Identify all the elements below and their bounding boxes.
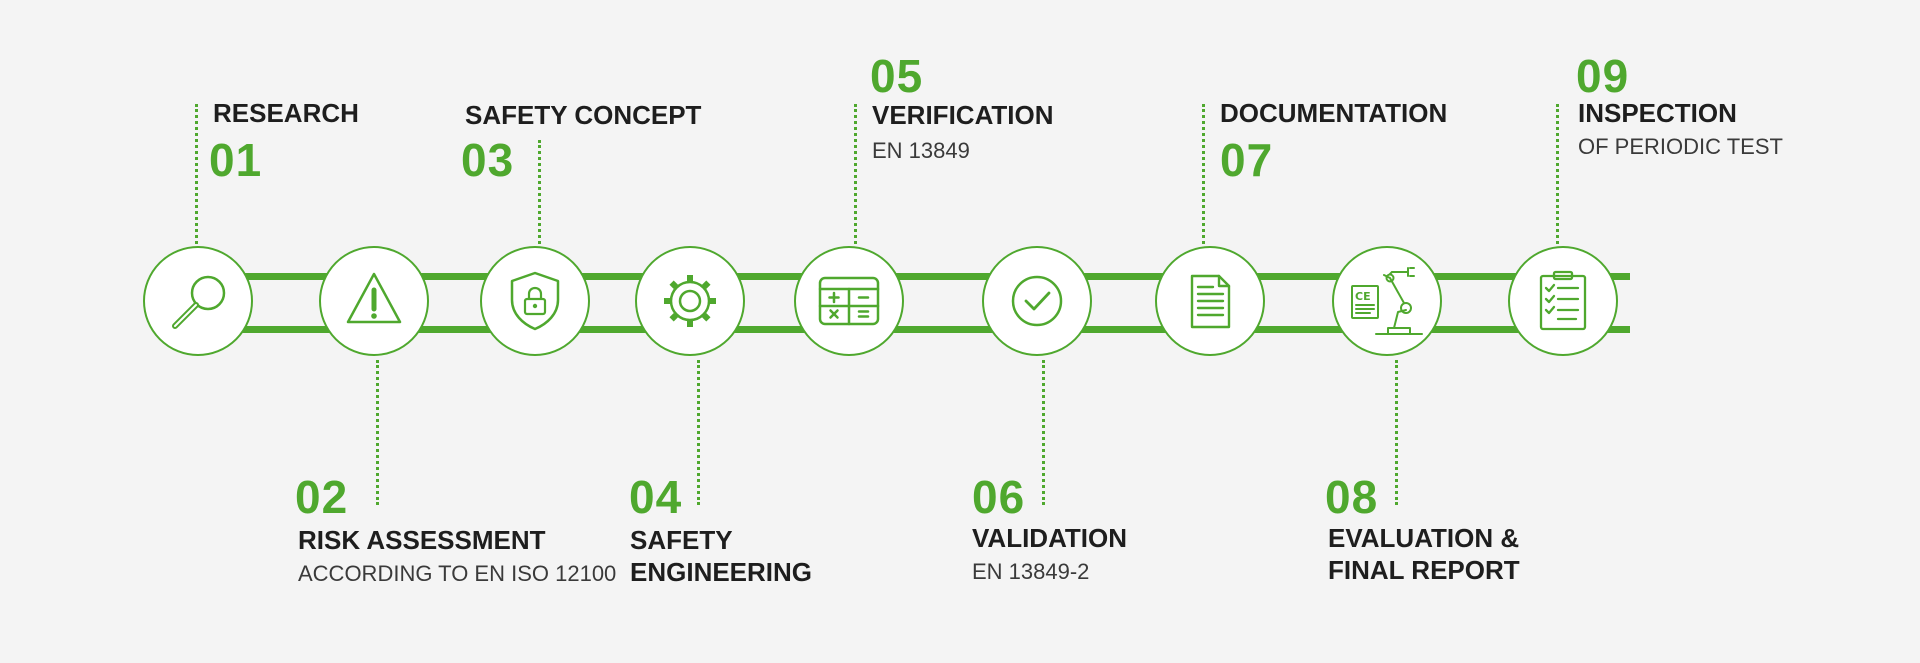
step-6-node — [982, 246, 1092, 356]
step-4-title-line2: ENGINEERING — [630, 557, 813, 587]
warning-icon — [346, 272, 402, 324]
step-6-title: VALIDATION — [972, 523, 1128, 553]
step-1-number: 01 — [209, 134, 263, 186]
step-3-title: SAFETY CONCEPT — [465, 100, 702, 130]
step-5-subtitle: EN 13849 — [872, 138, 970, 163]
step-5-title: VERIFICATION — [872, 100, 1054, 130]
connector-step-2 — [376, 360, 379, 505]
connector-step-3 — [538, 140, 541, 244]
shield-lock-icon — [510, 271, 560, 331]
step-7-number: 07 — [1220, 134, 1274, 186]
step-2-number: 02 — [295, 471, 349, 523]
svg-text:CE: CE — [1355, 290, 1371, 303]
timeline-rail-bottom — [200, 326, 1630, 333]
checkmark-circle-icon — [1011, 275, 1063, 327]
document-icon — [1190, 274, 1231, 329]
step-9-number: 09 — [1576, 50, 1630, 102]
step-8-node: CE — [1332, 246, 1442, 356]
step-4-number: 04 — [629, 471, 683, 523]
step-9-node — [1508, 246, 1618, 356]
step-9-subtitle: OF PERIODIC TEST — [1578, 134, 1783, 159]
step-8-number: 08 — [1325, 471, 1379, 523]
step-4-title: SAFETY — [630, 525, 733, 555]
step-3-node — [480, 246, 590, 356]
step-9-title: INSPECTION — [1578, 98, 1737, 128]
step-1-title: RESEARCH — [213, 98, 359, 128]
ce-robot-arm-icon: CE — [1351, 267, 1423, 335]
connector-step-5 — [854, 104, 857, 244]
step-4-node — [635, 246, 745, 356]
step-2-node — [319, 246, 429, 356]
connector-step-6 — [1042, 360, 1045, 505]
step-8-title: EVALUATION & — [1328, 523, 1520, 553]
step-1-node — [143, 246, 253, 356]
step-7-node — [1155, 246, 1265, 356]
gear-icon — [664, 275, 716, 327]
connector-step-7 — [1202, 104, 1205, 244]
connector-step-9 — [1556, 104, 1559, 244]
timeline-rail-top — [200, 273, 1630, 280]
step-6-subtitle: EN 13849-2 — [972, 559, 1090, 584]
step-7-title: DOCUMENTATION — [1220, 98, 1448, 128]
connector-step-8 — [1395, 360, 1398, 505]
calculator-icon — [818, 276, 880, 326]
connector-step-4 — [697, 360, 700, 505]
step-6-number: 06 — [972, 471, 1026, 523]
step-2-title: RISK ASSESSMENT — [298, 525, 546, 555]
magnifier-icon — [172, 275, 226, 329]
step-8-title-line2: FINAL REPORT — [1328, 555, 1520, 585]
step-5-node — [794, 246, 904, 356]
connector-step-1 — [195, 104, 198, 244]
clipboard-checklist-icon — [1539, 270, 1587, 331]
step-2-subtitle: ACCORDING TO EN ISO 12100 — [298, 561, 617, 586]
step-3-number: 03 — [461, 134, 515, 186]
step-5-number: 05 — [870, 50, 924, 102]
